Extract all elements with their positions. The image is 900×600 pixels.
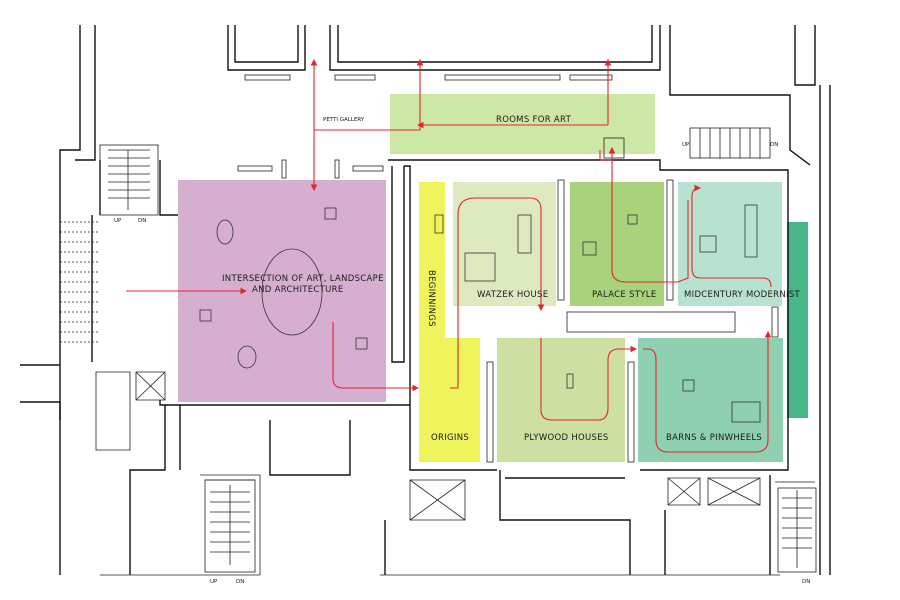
label-plywood-houses: PLYWOOD HOUSES (524, 433, 609, 443)
entry-doors (60, 215, 100, 362)
stair-bottom-right-dn: DN (802, 579, 810, 585)
partition-slabs (237, 74, 779, 463)
label-beginnings: BEGINNINGS (426, 270, 436, 327)
stair-left-up: UP (114, 218, 122, 224)
stair-right-up: UP (682, 142, 690, 148)
zone-midcentury[interactable] (678, 182, 782, 306)
zone-origins-lower[interactable] (419, 338, 480, 462)
label-barns-pinwheels: BARNS & PINWHEELS (666, 433, 762, 443)
zone-plywood[interactable] (497, 338, 625, 462)
visitor-route (126, 58, 772, 453)
stair-bottom-left: UP DN (204, 479, 256, 585)
stair-right-dn: DN (770, 142, 778, 148)
stair-bottom-left-dn: DN (236, 579, 244, 585)
zone-barns[interactable] (638, 338, 783, 462)
label-intersection-line2: AND ARCHITECTURE (252, 285, 344, 295)
artworks (199, 204, 761, 423)
stair-left: UP DN (99, 144, 159, 224)
stair-right: UP DN (682, 127, 778, 159)
label-midcentury-modernist: MIDCENTURY MODERNIST (684, 290, 801, 300)
stair-left-dn: DN (138, 218, 146, 224)
label-watzek-house: WATZEK HOUSE (477, 290, 548, 300)
stair-bottom-right: DN (777, 487, 817, 585)
stair-bottom-left-up: UP (210, 579, 218, 585)
label-origins: ORIGINS (431, 433, 469, 443)
label-intersection-line1: INTERSECTION OF ART, LANDSCAPE (222, 274, 384, 284)
label-petti-gallery: PETTI GALLERY (323, 117, 365, 123)
zone-palace[interactable] (570, 182, 664, 306)
zone-long-green (787, 222, 808, 418)
zone-rooms-for-art[interactable] (390, 94, 655, 154)
label-rooms-for-art: ROOMS FOR ART (496, 115, 572, 125)
label-palace-style: PALACE STYLE (592, 290, 657, 300)
